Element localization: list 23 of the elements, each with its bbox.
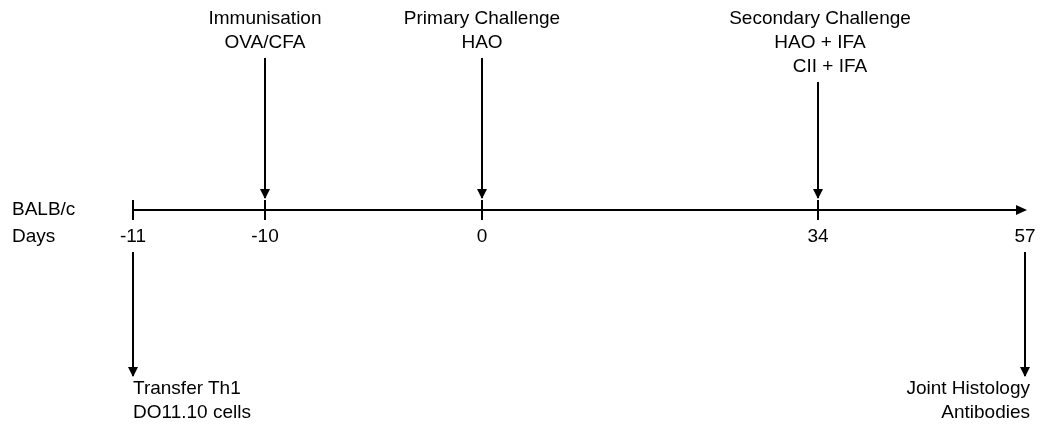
event-detail: OVA/CFA [223,30,307,54]
day-number: -11 [118,224,148,248]
event-title: Secondary Challenge [728,6,912,30]
arrow [128,251,138,377]
event-detail: HAO + IFA [773,30,867,54]
event-title: Primary Challenge [402,6,562,30]
day-number: 0 [475,224,489,248]
arrow [260,57,270,199]
event-detail: DO11.10 cells [133,400,252,424]
event-title: Transfer Th1 [133,376,242,400]
day-number: 57 [1013,224,1037,248]
day-number: -10 [250,224,280,248]
event-detail: HAO [460,30,504,54]
event-title: Joint Histology [905,376,1030,400]
event-title: Immunisation [207,6,323,30]
day-number: 34 [806,224,830,248]
row-label: BALB/c [12,197,76,221]
arrow [813,81,823,199]
event-detail: Antibodies [940,400,1030,424]
arrow [1020,251,1030,377]
event-detail: CII + IFA [791,54,869,78]
row-label: Days [12,224,56,248]
arrow [477,57,487,199]
